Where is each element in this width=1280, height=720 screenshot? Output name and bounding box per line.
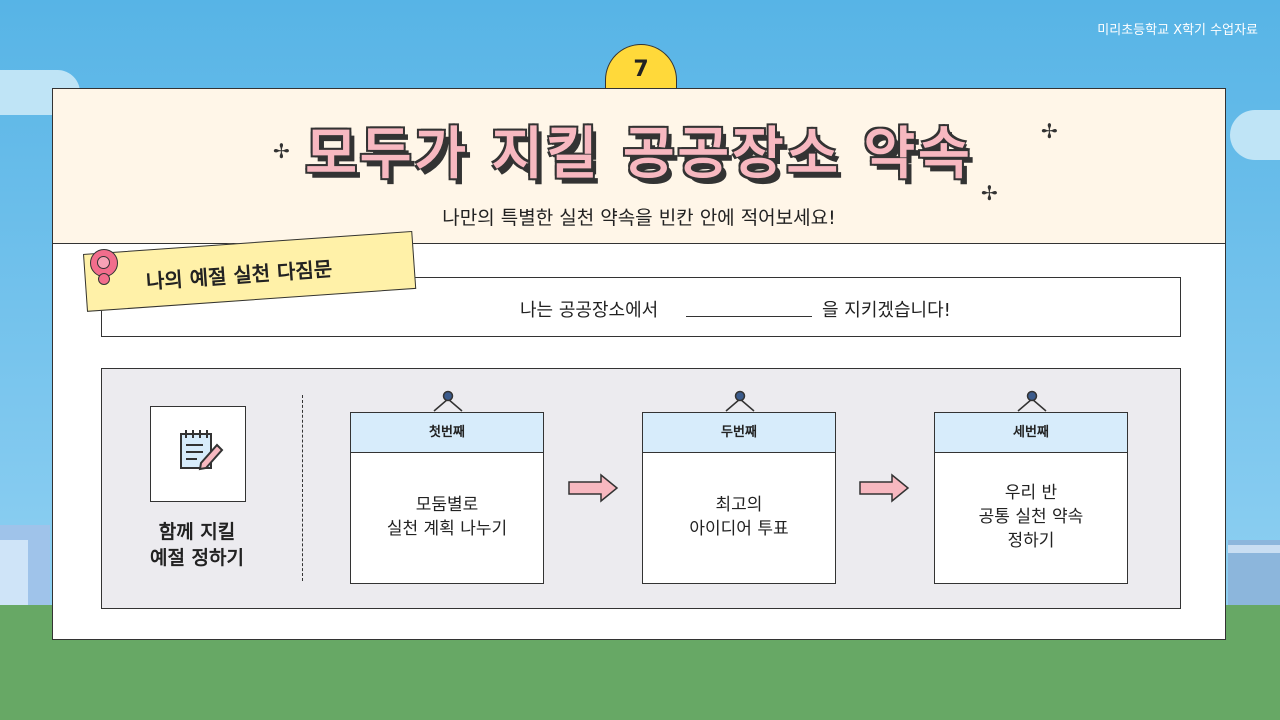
pushpin-head bbox=[97, 256, 110, 269]
step-body: 우리 반 공통 실천 약속 정하기 bbox=[935, 481, 1127, 553]
header-panel: 모두가 지킬 공공장소 약속 나만의 특별한 실천 약속을 빈칸 안에 적어보세… bbox=[53, 89, 1225, 244]
pledge-box: 나는 공공장소에서 을 지키겠습니다! bbox=[101, 277, 1181, 337]
step-text-line: 아이디어 투표 bbox=[689, 519, 789, 539]
activity-label-line1: 함께 지킬 bbox=[158, 521, 236, 543]
bridge-rail bbox=[1228, 545, 1280, 553]
activity-panel: 함께 지킬 예절 정하기 첫번째 모둠별로 실천 계획 나누기 두번째 bbox=[101, 368, 1181, 609]
corner-caption: 미리초등학교 X학기 수업자료 bbox=[1097, 23, 1258, 38]
page-title: 모두가 지킬 공공장소 약속 bbox=[305, 122, 973, 187]
page-subtitle: 나만의 특별한 실천 약속을 빈칸 안에 적어보세요! bbox=[442, 207, 836, 229]
activity-label-line2: 예절 정하기 bbox=[149, 547, 244, 569]
right-arrow-icon bbox=[568, 473, 619, 503]
notepad-pencil-icon bbox=[180, 430, 224, 471]
step-text-line: 우리 반 bbox=[1004, 483, 1058, 503]
dashed-divider bbox=[302, 395, 303, 581]
sparkle-icon: ✢ bbox=[981, 181, 998, 205]
activity-icon-box bbox=[150, 406, 246, 502]
step-header: 세번째 bbox=[935, 413, 1127, 453]
step-text-line: 최고의 bbox=[715, 495, 763, 515]
step-text-line: 실천 계획 나누기 bbox=[386, 519, 508, 539]
step-body: 모둠별로 실천 계획 나누기 bbox=[351, 493, 543, 541]
right-arrow-icon bbox=[859, 473, 910, 503]
hanger-icon bbox=[1017, 390, 1047, 412]
step-header: 두번째 bbox=[643, 413, 835, 453]
pushpin-icon bbox=[90, 249, 118, 277]
activity-label: 함께 지킬 예절 정하기 bbox=[122, 519, 272, 571]
pledge-tag-label: 나의 예절 실천 다짐문 bbox=[145, 256, 333, 294]
pledge-blank-line[interactable] bbox=[686, 316, 812, 317]
pledge-prefix: 나는 공공장소에서 bbox=[520, 300, 659, 321]
step-card-1: 첫번째 모둠별로 실천 계획 나누기 bbox=[350, 412, 544, 584]
slide-card: 모두가 지킬 공공장소 약속 나만의 특별한 실천 약속을 빈칸 안에 적어보세… bbox=[52, 88, 1226, 640]
step-card-3: 세번째 우리 반 공통 실천 약속 정하기 bbox=[934, 412, 1128, 584]
pledge-suffix: 을 지키겠습니다! bbox=[822, 300, 951, 321]
cloud-right bbox=[1230, 110, 1280, 160]
step-body: 최고의 아이디어 투표 bbox=[643, 493, 835, 541]
page-number-badge: 7 bbox=[605, 44, 677, 90]
step-card-2: 두번째 최고의 아이디어 투표 bbox=[642, 412, 836, 584]
step-text-line: 정하기 bbox=[1007, 531, 1055, 551]
sparkle-icon: ✢ bbox=[1041, 119, 1058, 143]
step-text-line: 공통 실천 약속 bbox=[978, 507, 1084, 527]
hanger-icon bbox=[433, 390, 463, 412]
building-left-front bbox=[0, 540, 28, 610]
step-text-line: 모둠별로 bbox=[415, 495, 479, 515]
pushpin-base bbox=[98, 273, 110, 285]
step-header: 첫번째 bbox=[351, 413, 543, 453]
sparkle-icon: ✢ bbox=[273, 139, 290, 163]
hanger-icon bbox=[725, 390, 755, 412]
